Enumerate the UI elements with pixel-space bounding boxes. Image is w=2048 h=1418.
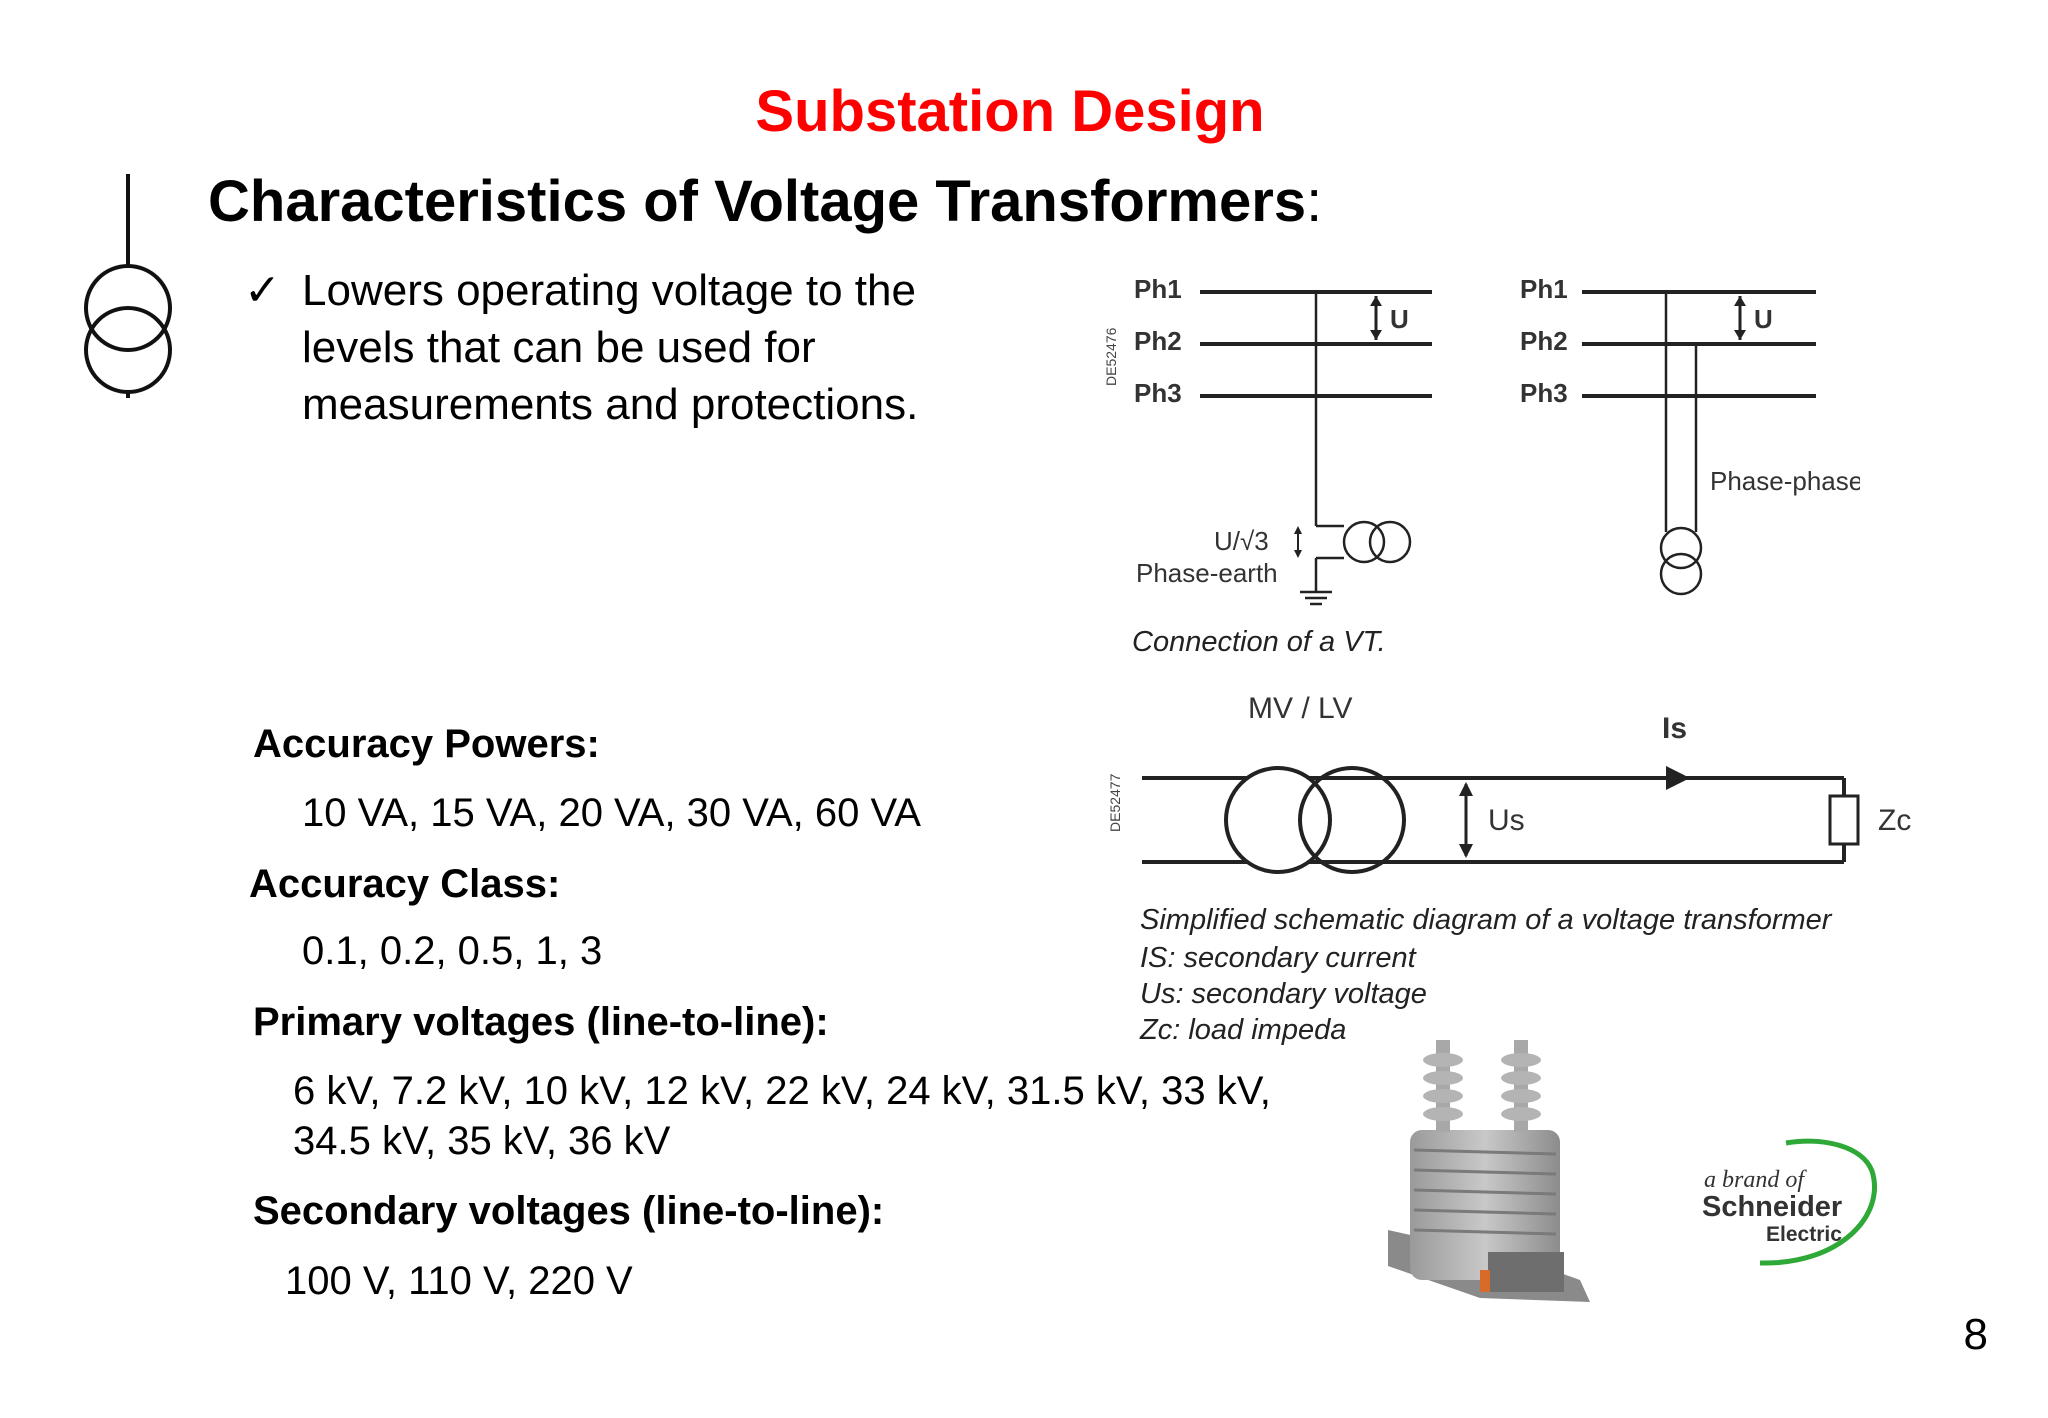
- load-impedance-box: [1828, 794, 1860, 846]
- is-label: Is: [1662, 712, 1687, 745]
- accuracy-powers-value: 10 VA, 15 VA, 20 VA, 30 VA, 60 VA: [302, 791, 921, 835]
- phase-phase-label: Phase-phase: [1710, 466, 1860, 496]
- connection-caption: Connection of a VT.: [1132, 626, 1386, 658]
- schematic-caption-line4: Zc: load impeda: [1140, 1014, 1347, 1046]
- bullet-text: Lowers operating voltage to the levels t…: [302, 266, 919, 429]
- phase-earth-label: Phase-earth: [1136, 558, 1278, 588]
- primary-voltages-line2: 34.5 kV, 35 kV, 36 kV: [293, 1119, 671, 1163]
- zc-label: Zc: [1878, 804, 1911, 837]
- brand-sub: Electric: [1766, 1223, 1842, 1246]
- brand-tagline: a brand of: [1704, 1167, 1805, 1193]
- right-ph2-label: Ph2: [1520, 326, 1568, 356]
- page-title: Substation Design: [755, 79, 1265, 144]
- schematic-diagram-code: DE52477: [1107, 773, 1123, 832]
- brand-swoosh-icon: [1759, 1138, 1877, 1266]
- vt-connection-diagram: DE52476 Ph1 Ph2 Ph3 U U/√3 Phase-earth P…: [1103, 274, 1860, 606]
- voltage-transformer-photo: [1388, 1040, 1590, 1302]
- accuracy-powers-label: Accuracy Powers:: [253, 722, 600, 766]
- primary-voltages-label: Primary voltages (line-to-line):: [253, 1000, 829, 1044]
- right-u-label: U: [1754, 304, 1773, 334]
- left-u-label: U: [1390, 304, 1409, 334]
- accuracy-class-value: 0.1, 0.2, 0.5, 1, 3: [302, 929, 603, 973]
- section-heading-colon: :: [1306, 169, 1323, 234]
- checkmark-icon: ✓: [244, 266, 281, 315]
- vt-schematic-diagram: DE52477 MV / LV Us Is Zc: [1107, 692, 1911, 874]
- left-ph2-label: Ph2: [1134, 326, 1182, 356]
- schematic-caption-line1: Simplified schematic diagram of a voltag…: [1140, 904, 1832, 936]
- transformer-symbol-icon: [84, 174, 172, 398]
- brand-name: Schneider: [1702, 1191, 1843, 1223]
- schneider-brand-logo: a brand of Schneider Electric: [1690, 1135, 1890, 1275]
- left-ph1-label: Ph1: [1134, 274, 1182, 304]
- secondary-voltages-label: Secondary voltages (line-to-line):: [253, 1189, 885, 1233]
- mv-lv-label: MV / LV: [1248, 692, 1352, 725]
- left-ph3-label: Ph3: [1134, 378, 1182, 408]
- schematic-caption-line2: IS: secondary current: [1140, 942, 1416, 974]
- primary-voltages-line1: 6 kV, 7.2 kV, 10 kV, 12 kV, 22 kV, 24 kV…: [293, 1069, 1271, 1113]
- page-number: 8: [1963, 1310, 1988, 1359]
- right-ph1-label: Ph1: [1520, 274, 1568, 304]
- secondary-voltages-value: 100 V, 110 V, 220 V: [285, 1259, 633, 1303]
- right-ph3-label: Ph3: [1520, 378, 1568, 408]
- accuracy-class-label: Accuracy Class:: [249, 862, 561, 906]
- section-heading-text: Characteristics of Voltage Transformers: [208, 169, 1307, 234]
- section-heading: Characteristics of Voltage Transformers:: [208, 168, 1322, 235]
- us-label: Us: [1488, 804, 1525, 837]
- schematic-caption-line3: Us: secondary voltage: [1140, 978, 1427, 1010]
- connection-diagram-code: DE52476: [1103, 327, 1119, 386]
- u-root3-label: U/√3: [1214, 526, 1269, 556]
